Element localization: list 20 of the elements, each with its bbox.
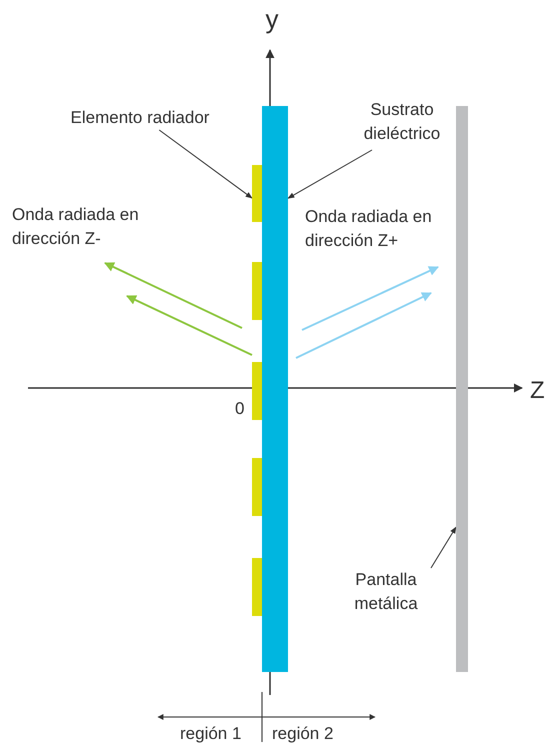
axis-label: 0 (235, 398, 244, 420)
radiator-patch (252, 558, 262, 616)
metal-screen (456, 106, 468, 672)
callout-label: Sustrato dieléctrico (364, 100, 440, 143)
callout-label: Elemento radiador (70, 108, 210, 127)
text-label: región 1 (180, 723, 242, 745)
radiator-patch (252, 362, 262, 420)
leader-line (287, 150, 372, 199)
text-label: región 2 (272, 723, 334, 745)
text-label: Onda radiada en dirección Z- (12, 204, 140, 250)
axis-label: Z (530, 376, 545, 406)
radiator-patch (252, 262, 262, 320)
axis-label: y (264, 3, 280, 36)
leader-line (158, 130, 253, 199)
leader-line (430, 526, 456, 568)
text-label: Onda radiada en dirección Z+ (305, 206, 433, 252)
radiator-patch (252, 458, 262, 516)
callout-label: Pantalla metálica (354, 570, 418, 613)
dielectric-substrate (262, 106, 288, 672)
radiator-patch (252, 165, 262, 222)
